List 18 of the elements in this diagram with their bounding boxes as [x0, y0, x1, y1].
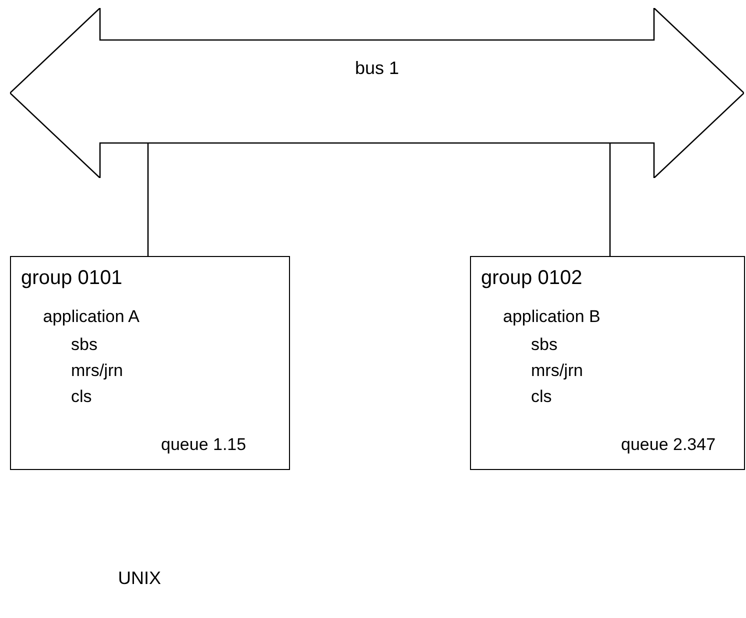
- group-item: application A: [43, 307, 140, 327]
- group-box: [470, 256, 745, 470]
- group-box: [10, 256, 290, 470]
- group-item: application B: [503, 307, 600, 327]
- group-item: queue 2.347: [621, 435, 716, 455]
- group-item: queue 1.15: [161, 435, 246, 455]
- group-item: mrs/jrn: [71, 361, 123, 381]
- platform-label: UNIX: [118, 568, 162, 589]
- connector-line: [147, 143, 149, 256]
- group-item: cls: [531, 387, 552, 407]
- group-item: sbs: [71, 335, 98, 355]
- group-item: sbs: [531, 335, 558, 355]
- group-title: group 0101: [21, 267, 122, 290]
- group-item: cls: [71, 387, 92, 407]
- group-title: group 0102: [481, 267, 582, 290]
- connector-line: [609, 143, 611, 256]
- group-item: mrs/jrn: [531, 361, 583, 381]
- bus-label: bus 1: [354, 58, 400, 79]
